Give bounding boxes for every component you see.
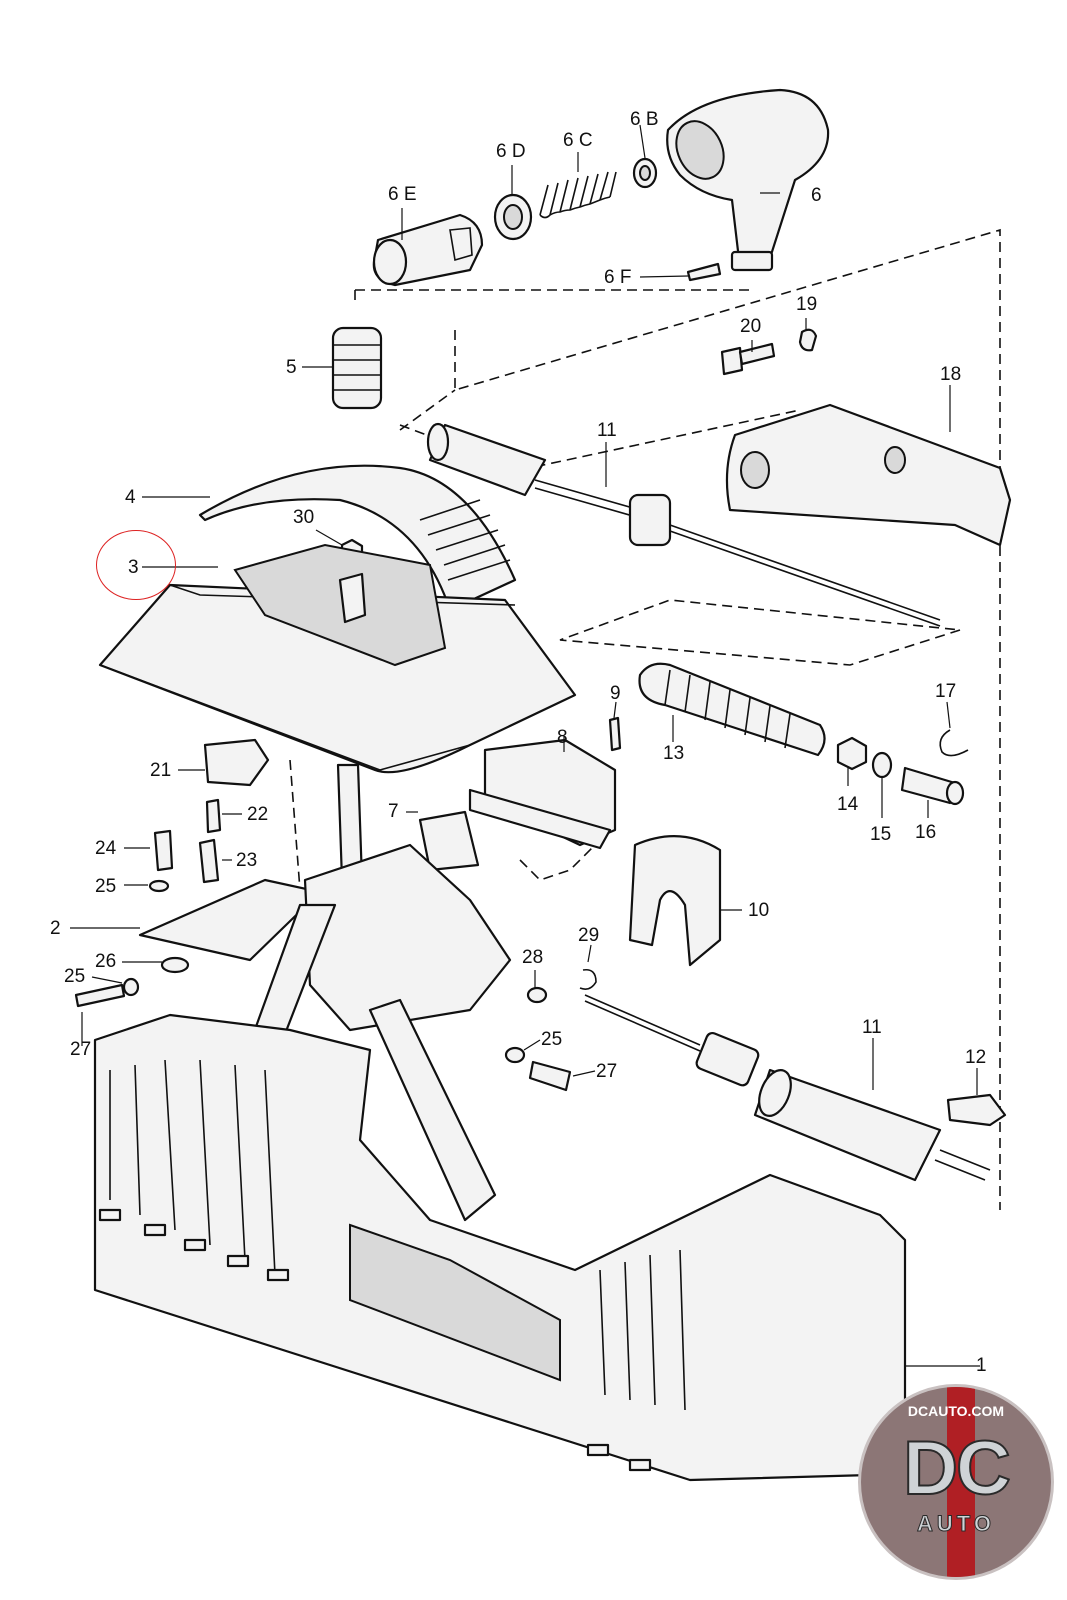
part-17-clip [939,729,969,757]
label-27-b: 27 [596,1061,618,1082]
highlight-circle [96,530,176,600]
part-1-console [93,1013,907,1482]
part-10-gate [628,835,722,967]
label-25-c: 25 [541,1029,563,1050]
label-27-a: 27 [70,1039,92,1060]
label-28: 28 [522,947,544,968]
part-27-bolt-a [74,983,126,1008]
part-25-washer-c [504,1046,526,1064]
label-6c: 6 C [563,130,593,151]
label-4: 4 [125,487,136,508]
label-19: 19 [796,294,818,315]
label-11-lower: 11 [862,1017,882,1038]
label-6e: 6 E [388,184,417,205]
part-25-washer-b [122,977,140,997]
part-6c-spring [539,171,617,219]
part-12-bushing [946,1093,1007,1127]
part-23-socket [198,838,220,884]
part-5-bellows [331,326,383,410]
part-22-bulb [205,798,222,834]
label-14: 14 [837,794,859,815]
label-9: 9 [610,683,621,704]
label-21: 21 [150,760,172,781]
label-10: 10 [748,900,770,921]
label-12: 12 [965,1047,987,1068]
leader-lines [70,124,980,1376]
label-6: 6 [811,185,822,206]
part-16-pin [900,766,965,806]
part-28-washer [526,986,548,1004]
label-5: 5 [286,357,297,378]
label-30: 30 [293,507,315,528]
label-11-upper: 11 [597,420,617,441]
dashed-frame-lower [289,759,601,891]
label-18: 18 [940,364,962,385]
label-16: 16 [915,822,937,843]
part-11-lower-cable [584,994,991,1182]
part-27-bolt-b [528,1060,572,1092]
label-8: 8 [557,727,568,748]
part-6b-ring [632,157,658,189]
part-21-holder [203,738,270,787]
part-3-housing [98,543,577,774]
part-26-washer [160,956,190,974]
label-22: 22 [247,804,269,825]
part-20-bolt [720,342,776,376]
part-19-clip [798,328,818,352]
label-25-a: 25 [95,876,117,897]
part-18-hole-2 [884,446,906,474]
label-13: 13 [663,743,685,764]
label-2: 2 [50,918,61,939]
label-29: 29 [578,925,600,946]
dashed-frame-upper [354,228,1001,1210]
part-6e-button [372,213,484,287]
label-23: 23 [236,850,258,871]
part-7-connector [418,810,480,872]
label-6d: 6 D [496,141,526,162]
label-1: 1 [976,1355,987,1376]
label-24: 24 [95,838,117,859]
label-25-b: 25 [64,966,86,987]
part-9-screw [608,716,622,752]
part-13-boot [638,662,826,757]
part-18-hole [740,451,770,489]
part-24-screw [153,829,174,872]
part-6-knob [666,88,830,272]
part-18-bracket [725,403,1012,547]
part-15-washer [871,751,893,779]
part-8-switch [468,738,617,850]
part-6d-washer [493,193,533,241]
label-15: 15 [870,824,892,845]
logo-monogram: DC [902,1425,1012,1512]
part-29-clip [579,968,597,990]
part-25-washer-a [148,879,170,893]
label-6f: 6 F [604,267,632,288]
part-6f-screw [686,262,722,282]
part-14-nut [836,736,868,771]
label-20: 20 [740,316,762,337]
label-17: 17 [935,681,957,702]
dcauto-logo: DCAUTO.COM DC AUTO [858,1384,1054,1580]
label-3: 3 [128,557,139,578]
label-7: 7 [388,801,399,822]
part-4-cover [198,464,517,612]
label-26: 26 [95,951,117,972]
part-11-upper-cable [426,422,941,627]
label-6b: 6 B [630,109,659,130]
logo-site-text: DCAUTO.COM [907,1403,1005,1419]
logo-stripe [947,1387,975,1577]
logo-wordmark: AUTO [917,1511,995,1537]
